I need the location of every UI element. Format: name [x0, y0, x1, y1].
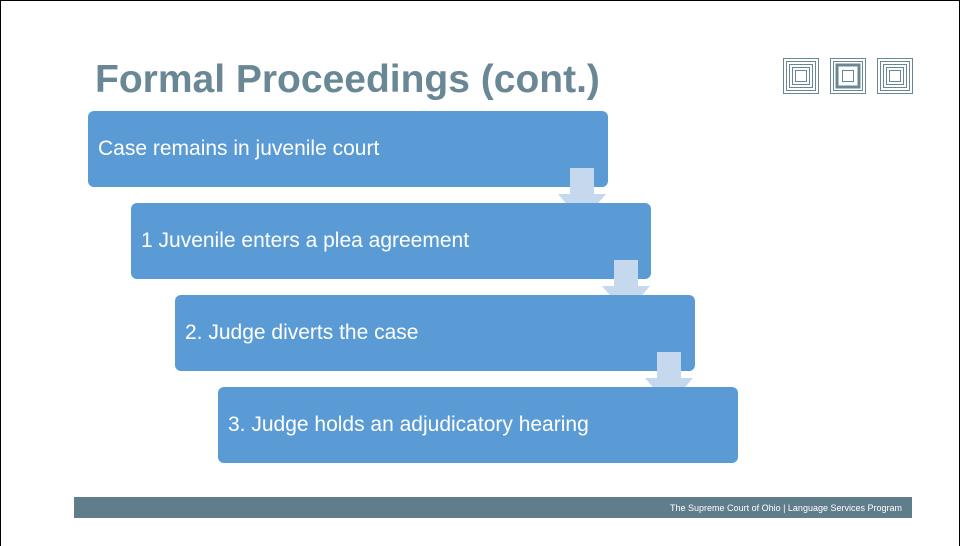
- square-icon-3: [877, 58, 913, 94]
- slide-border-left: [0, 0, 1, 546]
- process-step-label: Case remains in juvenile court: [98, 137, 380, 160]
- down-arrow-icon: [558, 168, 606, 222]
- process-step-label: 1 Juvenile enters a plea agreement: [141, 229, 470, 252]
- nested-squares-icon: [783, 58, 913, 94]
- process-step-label: 3. Judge holds an adjudicatory hearing: [228, 413, 589, 436]
- footer-bar: The Supreme Court of Ohio | Language Ser…: [74, 497, 912, 518]
- square-icon-1: [783, 58, 819, 94]
- down-arrow-icon: [645, 352, 693, 406]
- process-step-label: 2. Judge diverts the case: [185, 321, 419, 344]
- square-icon-2: [830, 58, 866, 94]
- process-step-4: 3. Judge holds an adjudicatory hearing: [218, 387, 738, 463]
- process-step-1: Case remains in juvenile court: [88, 111, 608, 187]
- footer-text: The Supreme Court of Ohio | Language Ser…: [670, 502, 902, 513]
- slide-border-top: [0, 0, 960, 1]
- down-arrow-icon: [602, 260, 650, 314]
- process-step-2: 1 Juvenile enters a plea agreement: [131, 203, 651, 279]
- slide-title: Formal Proceedings (cont.): [95, 58, 600, 101]
- process-step-3: 2. Judge diverts the case: [175, 295, 695, 371]
